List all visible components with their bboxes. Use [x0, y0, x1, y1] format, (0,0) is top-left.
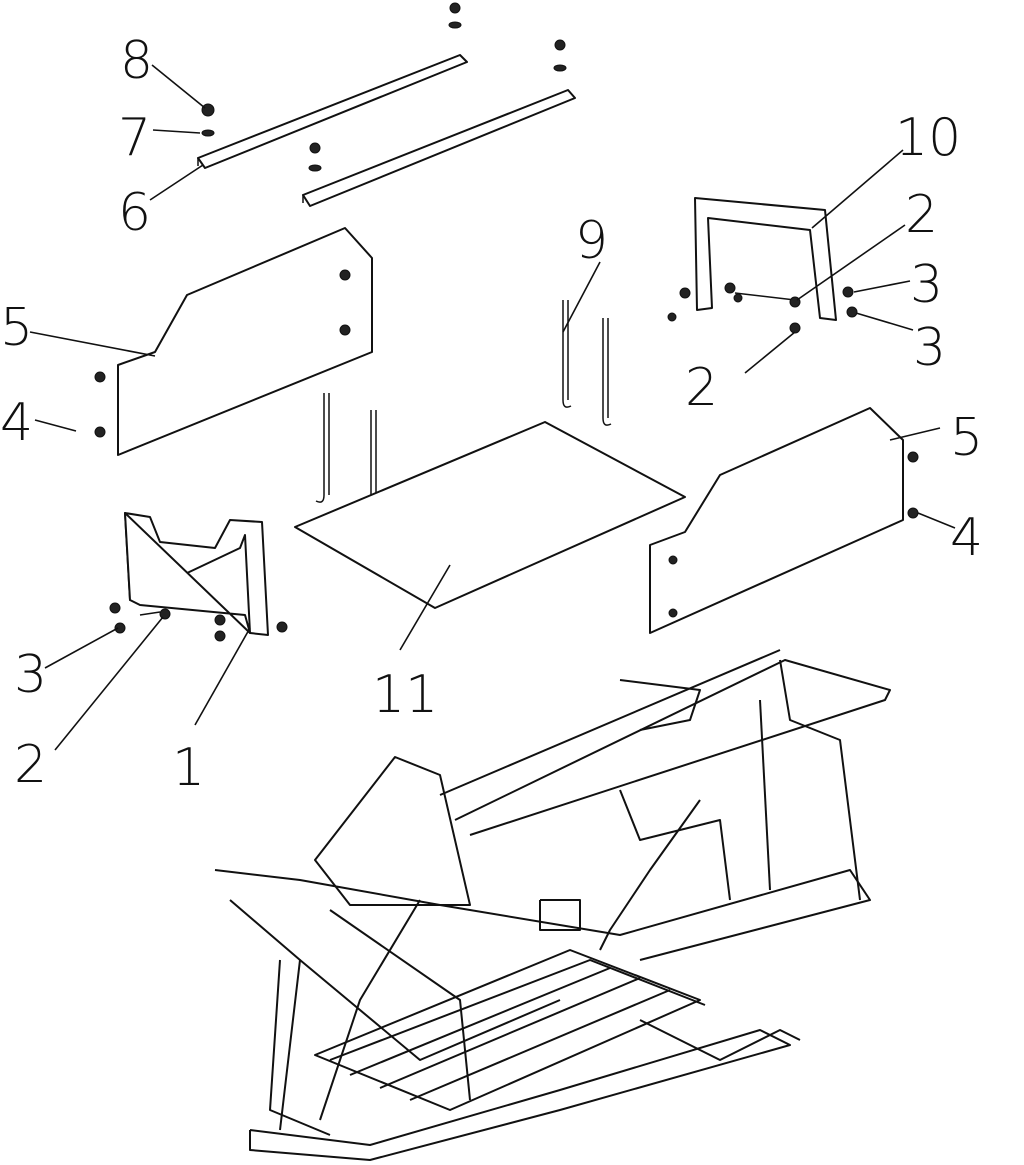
callout-9: 9 [575, 211, 608, 271]
callout-6: 6 [118, 183, 151, 243]
callout-5-left: 5 [0, 298, 33, 358]
bracket-part-10 [667, 197, 858, 334]
floor-plate-part-11 [294, 421, 686, 609]
callout-1: 1 [172, 738, 205, 798]
callout-10: 10 [895, 108, 961, 168]
callout-5-right: 5 [950, 408, 983, 468]
nuts-and-washers-parts-7-8 [201, 2, 567, 172]
callout-2-middle-right: 2 [685, 358, 718, 418]
callout-2-lower-left: 2 [14, 735, 47, 795]
callout-3-upper-right-b: 3 [913, 318, 946, 378]
callout-2-upper-right: 2 [905, 185, 938, 245]
callout-4-left: 4 [0, 393, 33, 453]
callout-3-upper-right-a: 3 [910, 255, 943, 315]
chassis-frame [214, 649, 891, 1161]
callout-11: 11 [372, 665, 438, 725]
callout-4-right: 4 [950, 508, 983, 568]
bracket-part-1 [109, 512, 288, 642]
cross-bar-part-6 [197, 54, 576, 207]
side-panel-part-5-right [649, 407, 919, 634]
leader-lines [29, 64, 956, 751]
callout-8: 8 [120, 31, 153, 91]
callout-3-lower-left: 3 [14, 645, 47, 705]
side-panel-part-5-left [94, 227, 373, 456]
callout-7: 7 [118, 108, 151, 168]
